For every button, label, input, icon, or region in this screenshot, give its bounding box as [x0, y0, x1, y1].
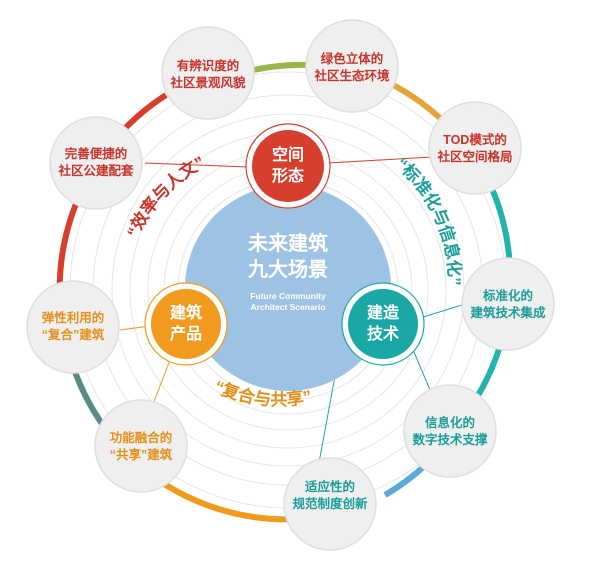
hub-label-line2: 产品: [170, 324, 202, 343]
satellite-label-line1: TOD模式的: [443, 132, 507, 147]
satellite-label-line2: 规范制度创新: [292, 496, 368, 511]
connector-line: [144, 162, 249, 168]
satellite-disc: [461, 257, 555, 351]
satellite-label-line1: 绿色立体的: [321, 51, 384, 66]
center-subtitle-line2: Architect Scenario: [250, 302, 325, 312]
satellite-label-line2: 建筑技术集成: [470, 305, 546, 320]
center-subtitle-line1: Future Community: [250, 291, 326, 301]
satellite-disc: [26, 280, 120, 374]
satellite-disc: [49, 116, 143, 210]
hub-space-form: 空间 形态: [245, 123, 331, 209]
satellite-label-line2: 社区公建配套: [57, 163, 134, 178]
center-title-line2: 九大场景: [247, 258, 328, 281]
hub-disc: [348, 289, 418, 359]
satellite-standard: 标准化的 建筑技术集成: [461, 257, 555, 351]
satellite-digital: 信息化的 数字技术支撑: [403, 384, 497, 478]
satellite-regulation: 适应性的 规范制度创新: [283, 457, 377, 551]
connector-line: [327, 156, 433, 164]
hub-disc: [252, 130, 324, 202]
satellite-label-line1: 功能融合的: [110, 430, 173, 445]
connector-line: [419, 304, 463, 319]
hub-label-line2: 形态: [272, 166, 304, 185]
hub-label-line1: 建造: [367, 303, 400, 322]
satellite-label-line1: 标准化的: [482, 288, 533, 303]
satellite-label-line1: 信息化的: [425, 415, 475, 430]
connector-line: [413, 351, 431, 391]
hub-label-line1: 空间: [272, 145, 304, 164]
satellite-label-line2: 社区生态环境: [313, 68, 390, 83]
satellite-disc: [305, 19, 399, 113]
satellite-label-line1: 有辨识度的: [177, 58, 240, 73]
center-circle: 未来建筑 九大场景 Future Community Architect Sce…: [185, 185, 391, 391]
hub-building-product: 建筑 产品: [144, 282, 228, 366]
satellite-tod: TOD模式的 社区空间格局: [428, 101, 522, 195]
satellite-label-line2: “共享”建筑: [110, 447, 173, 462]
satellite-facility: 完善便捷的 社区公建配套: [49, 116, 143, 210]
satellite-label-line1: 完善便捷的: [65, 146, 128, 161]
satellite-disc: [161, 26, 255, 120]
hub-label-line2: 技术: [367, 324, 399, 343]
satellite-label-line1: 弹性利用的: [42, 310, 105, 325]
satellite-label-line1: 适应性的: [305, 479, 355, 494]
center-disc: [185, 185, 391, 391]
hub-disc: [151, 289, 221, 359]
hub-construction-tech: 建造 技术: [341, 282, 425, 366]
satellite-composite: 弹性利用的 “复合”建筑: [26, 280, 120, 374]
satellite-disc: [428, 101, 522, 195]
hub-label-line1: 建筑: [170, 303, 202, 322]
satellite-shared: 功能融合的 “共享”建筑: [94, 399, 188, 493]
satellite-label-line2: “复合”建筑: [42, 327, 105, 342]
satellite-disc: [94, 399, 188, 493]
satellite-disc: [283, 457, 377, 551]
satellite-label-line2: 数字技术支撑: [411, 432, 488, 447]
satellite-label-line2: 社区空间格局: [436, 149, 512, 164]
satellite-label-line2: 社区景观风貌: [169, 75, 246, 90]
satellite-eco: 绿色立体的 社区生态环境: [305, 19, 399, 113]
center-title-line1: 未来建筑: [248, 231, 328, 255]
satellite-disc: [403, 384, 497, 478]
satellite-landscape: 有辨识度的 社区景观风貌: [161, 26, 255, 120]
